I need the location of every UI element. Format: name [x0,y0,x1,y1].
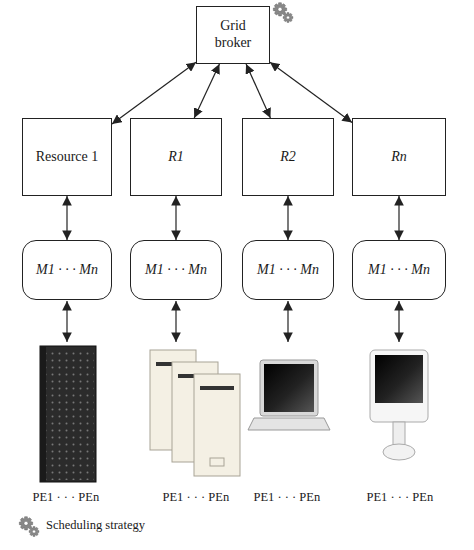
machine-group: M1 · · · Mn [130,240,222,300]
text-stack: R2 [280,149,296,166]
connector [67,196,68,240]
machine-group: M1 · · · Mn [22,240,112,300]
connector [176,196,177,240]
node-label: R1 [168,149,184,166]
connector [246,64,270,118]
text-stack: Rn [391,149,407,166]
desktop-monitor [370,350,428,460]
machine-group: M1 · · · Mn [352,240,446,300]
resource-box: R1 [130,118,222,196]
node-label: M1 · · · Mn [145,262,207,279]
server-towers [150,350,240,476]
text-stack: M1 · · · Mn [257,262,319,279]
link-arrow [398,301,399,342]
connector [112,62,196,124]
connector-line [66,196,67,240]
text-stack: R1 [168,149,184,166]
processor-label: PE1 · · · PEn [367,490,434,505]
connector [399,196,400,240]
connector-line [398,196,399,240]
resource-box: Rn [352,118,446,196]
server-rack [40,346,96,482]
gear-icon [283,13,293,23]
broker-box: Grid broker [196,6,270,64]
connector [194,64,219,118]
processor-label: PE1 · · · PEn [33,490,100,505]
text-stack: M1 · · · Mn [368,262,430,279]
link-arrow [66,301,67,342]
resource-box: R2 [242,118,334,196]
node-label: M1 · · · Mn [257,262,319,279]
node-label: M1 · · · Mn [368,262,430,279]
text-stack: M1 · · · Mn [145,262,207,279]
link-arrow [175,301,176,342]
connector-line [270,62,352,122]
connector-line [194,64,219,118]
legend-text: Scheduling strategy [46,518,145,533]
node-label: Rn [391,149,407,166]
processor-label: PE1 · · · PEn [163,490,230,505]
text-stack: Grid broker [209,18,257,52]
link-arrow [287,301,288,342]
machine-group: M1 · · · Mn [242,240,334,300]
node-label: Resource 1 [36,149,99,166]
node-label: Grid broker [209,18,257,52]
connector-line [175,196,176,240]
resource-box: Resource 1 [22,118,112,196]
node-label: M1 · · · Mn [36,262,98,279]
connector [288,196,289,240]
legend-gear [29,527,39,537]
connector-line [112,62,196,124]
connector [270,62,352,122]
text-stack: M1 · · · Mn [36,262,98,279]
laptop [248,360,330,430]
legend-row: Scheduling strategy [46,518,145,533]
node-label: R2 [280,149,296,166]
connector-line [246,64,270,118]
text-stack: Resource 1 [36,149,99,166]
connector-line [287,196,288,240]
processor-label: PE1 · · · PEn [254,490,321,505]
